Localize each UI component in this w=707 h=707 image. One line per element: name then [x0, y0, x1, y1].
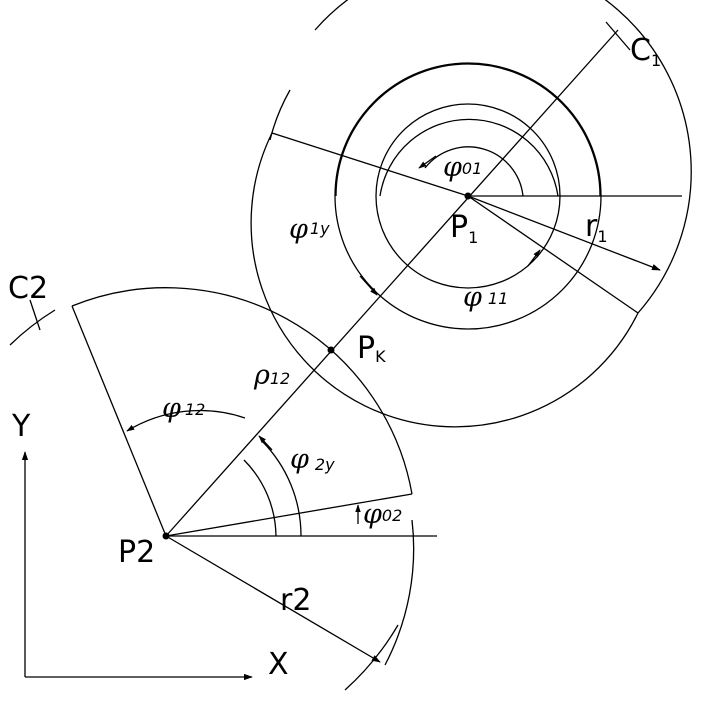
p2-upper-left-ray [71, 305, 167, 537]
label-y-axis: Y [11, 409, 31, 444]
p1-r1-arrow [467, 195, 661, 271]
label-c1: C1 [630, 33, 661, 70]
circle-1-group [250, 0, 692, 428]
label-r1: r1 [585, 209, 608, 246]
label-p1: P1 [450, 210, 478, 247]
phi1y-arrowhead-line [359, 275, 378, 296]
p2-upper-right-ray [165, 493, 413, 537]
circle-2-group [9, 287, 437, 691]
label-phi-01: φ01 [443, 152, 482, 183]
circle-c2-arc [71, 287, 413, 495]
arc-p1-r130 [335, 63, 601, 197]
arc-p2-r135 [261, 440, 302, 537]
phi01-arrowhead-line [418, 155, 437, 169]
p1-lower-right-ray [467, 195, 639, 314]
label-rho-12: ρ12 [253, 360, 290, 391]
phi11-arrowhead-line [527, 249, 541, 267]
arc-p1-r55 [424, 146, 524, 197]
c2-label-tick [29, 299, 41, 331]
label-r2: r2 [280, 583, 311, 618]
p1-upper-left-ray [271, 132, 469, 197]
p2-r2-arrow [165, 535, 381, 663]
arc-p2-r110 [243, 459, 277, 537]
circle-c2-lower-arc [384, 519, 415, 666]
circle-c2-outer-arc [9, 309, 56, 346]
phi2y-arrowhead-line [258, 435, 273, 451]
label-pk: PK [357, 331, 386, 366]
label-p2: P2 [118, 535, 155, 570]
label-phi-02: φ02 [363, 499, 402, 530]
circle-c1-tick-upper [269, 89, 291, 141]
label-c2: C2 [8, 271, 48, 306]
point-p2 [162, 532, 170, 540]
circle-c1-arc [250, 132, 639, 428]
point-pk [327, 346, 335, 354]
arc-p1-r90 [379, 118, 559, 197]
coordinate-axes [21, 451, 253, 681]
label-x-axis: X [268, 647, 289, 682]
c1-label-tick [605, 21, 631, 51]
center-line-p1-p2 [165, 29, 619, 537]
phi12-arc [126, 409, 246, 432]
point-p1 [464, 192, 472, 200]
angle-arrows [126, 155, 541, 524]
circle-c1-outer-arc [314, 0, 692, 314]
